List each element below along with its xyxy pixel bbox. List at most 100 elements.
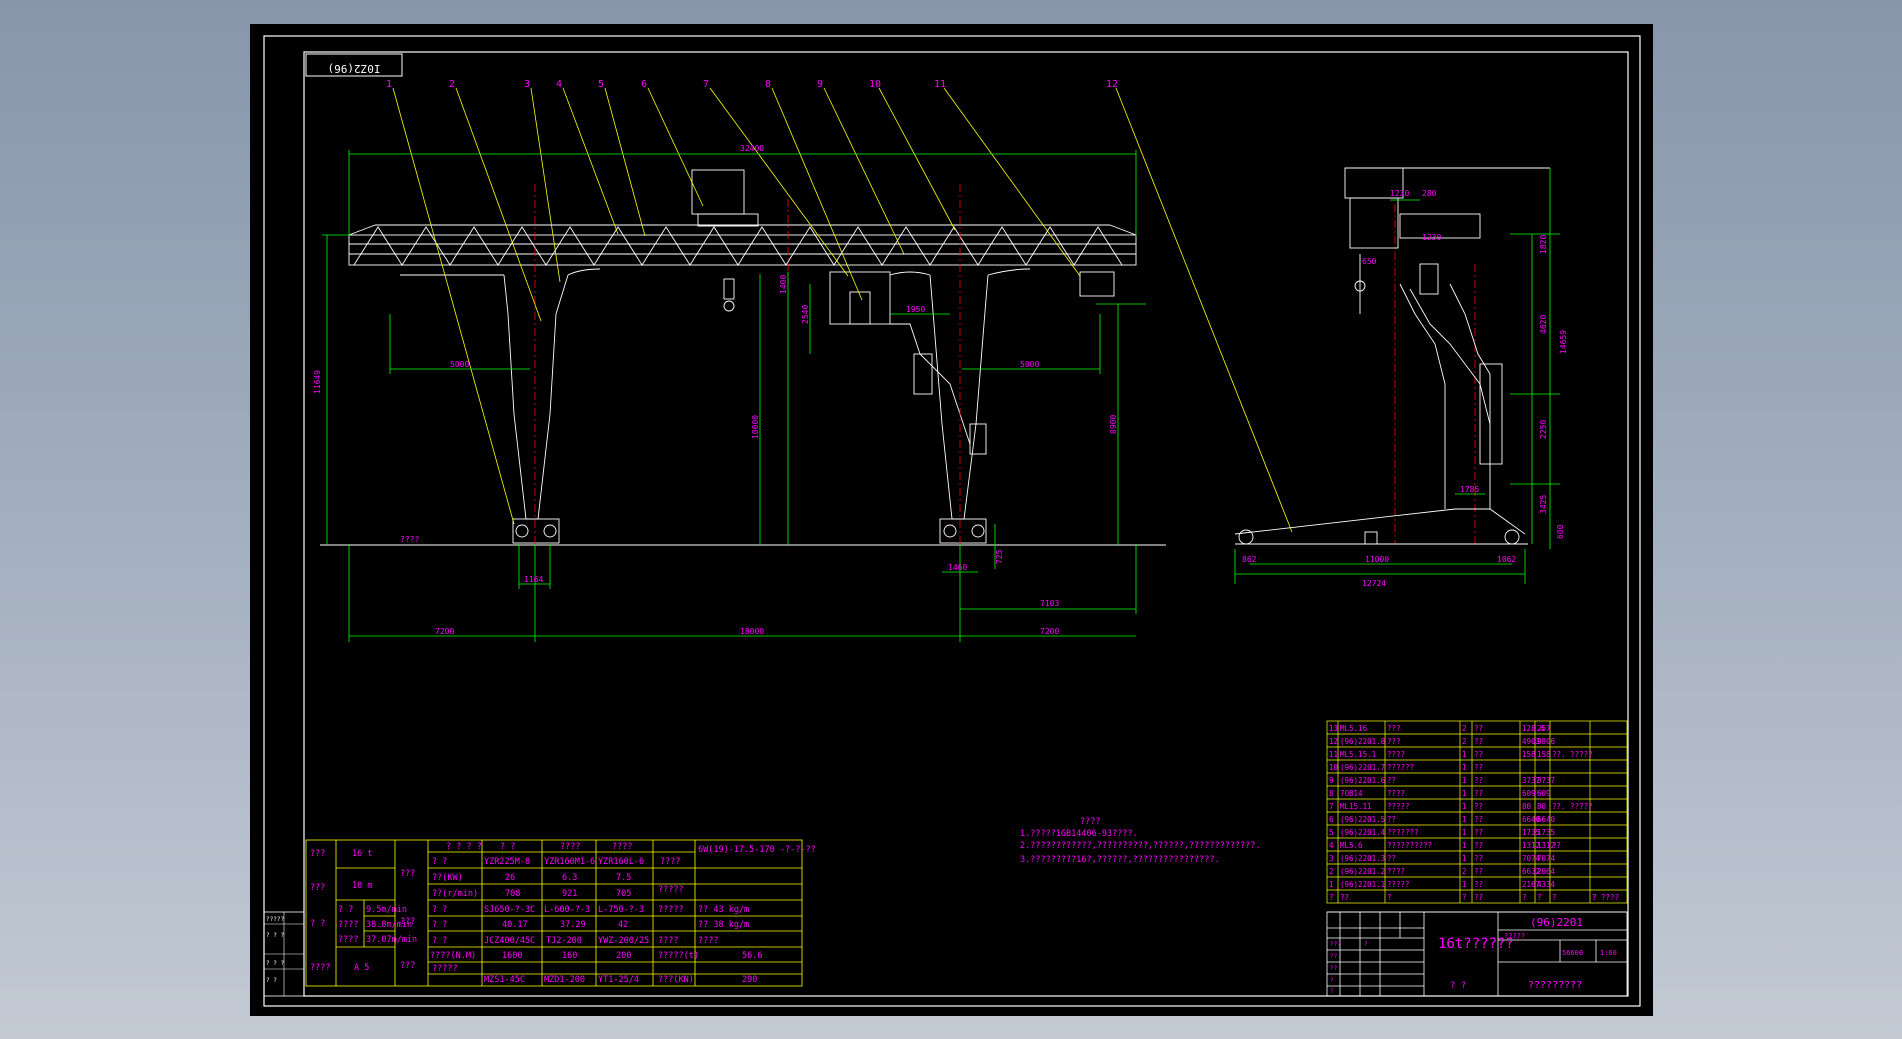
parts-cell-no: 8 — [1329, 789, 1334, 798]
parts-cell-qty: 1 — [1462, 880, 1467, 889]
dim-side-trolley-h: 1230 — [1422, 233, 1441, 242]
balloon-11: 11 — [934, 79, 946, 90]
technical-notes: ???? 1.?????1GB14406-93????. 2.?????????… — [1020, 817, 1261, 865]
spec-span: 18 m — [352, 881, 372, 891]
parts-cell-no: 7 — [1329, 802, 1334, 811]
dim-side-base: 11000 — [1365, 555, 1389, 564]
side-stamp-1: ? ? ? — [266, 932, 284, 939]
parts-cell-code: (96)2201.7 — [1340, 763, 1385, 772]
spec-c2-r8: MZD1-200 — [544, 975, 585, 985]
parts-cell-code: ML5.15.1 — [1340, 750, 1376, 759]
spec-c1-r2: 26 — [505, 873, 515, 883]
spec-c1-r1: YZR225M-8 — [484, 857, 530, 867]
dim-side-right-small: 1062 — [1497, 555, 1516, 564]
spec-c3-r5: 42 — [618, 920, 628, 930]
parts-header-cell: ? — [1592, 893, 1597, 902]
spec-c2-r6: TJ2-200 — [546, 936, 582, 946]
spec-c3-r2: 7.5 — [616, 873, 631, 883]
parts-cell-w2: 9806 — [1537, 737, 1556, 746]
spec-right-label-1: ????? — [658, 885, 684, 895]
parts-cell-qty: 1 — [1462, 776, 1467, 785]
title-rev-2: ?? — [1330, 965, 1338, 972]
spec-capacity-label: ??? — [310, 849, 325, 859]
title-block: 16t?????? (96)2201 ????? 56600 1:60 ? ? … — [1326, 911, 1628, 997]
parts-cell-name: ??????? — [1387, 828, 1419, 837]
parts-header-cell: ? — [1552, 893, 1557, 902]
parts-cell-code: (96)2201.5 — [1340, 815, 1385, 824]
drawing-stamp: I0Z2(96) — [305, 53, 403, 77]
balloon-5: 5 — [598, 79, 604, 90]
balloon-7: 7 — [703, 79, 709, 90]
parts-cell-name: ???? — [1387, 789, 1405, 798]
notes-line-1: 1.?????1GB14406-93????. — [1020, 829, 1138, 839]
spec-c2-r5: 37.29 — [560, 920, 586, 930]
side-view-gantry — [1234, 167, 1550, 545]
spec-load-value: 290 — [742, 975, 757, 985]
dim-side-top-small: 280 — [1422, 189, 1437, 198]
parts-cell-name: ??? — [1387, 724, 1401, 733]
title-rev-1: ?? — [1330, 953, 1338, 960]
spec-speed1: 9.5m/min — [366, 905, 407, 915]
dim-crab-width: 1400 — [779, 275, 788, 294]
parts-cell-qty: 1 — [1462, 854, 1467, 863]
parts-header-cell: ?? — [1340, 893, 1349, 902]
dim-side-top-height: 1820 — [1539, 235, 1548, 254]
notes-heading: ???? — [1080, 817, 1100, 827]
parts-cell-w1: 1735 — [1522, 828, 1540, 837]
parts-cell-qty: 2 — [1462, 724, 1467, 733]
parts-cell-name: ???? — [1387, 750, 1405, 759]
parts-cell-w2: 4334 — [1537, 880, 1556, 889]
parts-cell-name: ????? — [1387, 880, 1410, 889]
parts-cell-mat: ?? — [1474, 776, 1483, 785]
spec-row-label-5: ? ? — [432, 936, 447, 946]
dim-side-foot-height: 3425 — [1539, 495, 1548, 514]
spec-c3-r3: 705 — [616, 889, 631, 899]
spec-c2-r0: ???? — [560, 842, 580, 852]
spec-rope-value: 6W(19)-17.5-170 -?-?-?? — [698, 845, 816, 855]
parts-cell-no: 13 — [1329, 724, 1338, 733]
parts-cell-w2: 6640 — [1537, 815, 1556, 824]
parts-cell-mat: ?? — [1474, 750, 1483, 759]
title-block-scale: 1:60 — [1600, 949, 1617, 957]
dim-cab-width: 1950 — [906, 305, 925, 314]
spec-duty-label: ???? — [310, 963, 330, 973]
dim-side-lower-height: 2250 — [1539, 420, 1548, 439]
dim-side-hook: 650 — [1362, 257, 1377, 266]
spec-right-label-4: ?? 38 kg/m — [698, 920, 749, 930]
spec-right-label-5: ???? — [658, 936, 678, 946]
parts-header-cell: ? — [1329, 893, 1334, 902]
dim-main-span: 18000 — [740, 627, 764, 636]
parts-cell-no: 3 — [1329, 854, 1334, 863]
spec-right-label-6: ?????(t) — [658, 951, 699, 961]
parts-cell-mat: ?? — [1474, 867, 1483, 876]
front-view-gantry — [320, 169, 1166, 546]
spec-c2-r7: 160 — [562, 951, 577, 961]
spec-right-label-3: ?? 43 kg/m — [698, 905, 749, 915]
side-stamp: ????? ? ? ? ? ? ? ? ? — [263, 911, 305, 997]
spec-c2-r1: YZR160M1-6 — [544, 857, 595, 867]
parts-cell-w2: 7074 — [1537, 854, 1556, 863]
parts-cell-qty: 2 — [1462, 737, 1467, 746]
spec-c1-r3: 708 — [505, 889, 520, 899]
parts-cell-w1: 2167 — [1522, 880, 1540, 889]
parts-cell-qty: 1 — [1462, 841, 1467, 850]
centerlines — [534, 184, 1476, 549]
spec-row-label-0: ? ? — [432, 857, 447, 867]
dim-lift-height: 10000 — [751, 415, 760, 439]
parts-cell-mat: ?? — [1474, 880, 1483, 889]
side-stamp-0: ????? — [266, 916, 284, 923]
balloon-2: 2 — [449, 79, 455, 90]
spec-c1-r5: 40.17 — [502, 920, 528, 930]
spec-speed3-label: ???? — [338, 935, 358, 945]
parts-cell-mat: ?? — [1474, 737, 1483, 746]
leader-lines — [392, 87, 1293, 533]
parts-cell-no: 11 — [1329, 750, 1338, 759]
parts-cell-mat: ?? — [1474, 841, 1483, 850]
parts-cell-w1: 6640 — [1522, 815, 1541, 824]
parts-header-cell: ? — [1462, 893, 1467, 902]
dim-side-leg: 1785 — [1460, 485, 1479, 494]
cad-viewport[interactable]: I0Z2(96) — [250, 24, 1653, 1016]
parts-cell-no: 1 — [1329, 880, 1334, 889]
spec-right-label-0: ???? — [660, 857, 680, 867]
dim-right-wheel-small: 725 — [995, 549, 1004, 564]
